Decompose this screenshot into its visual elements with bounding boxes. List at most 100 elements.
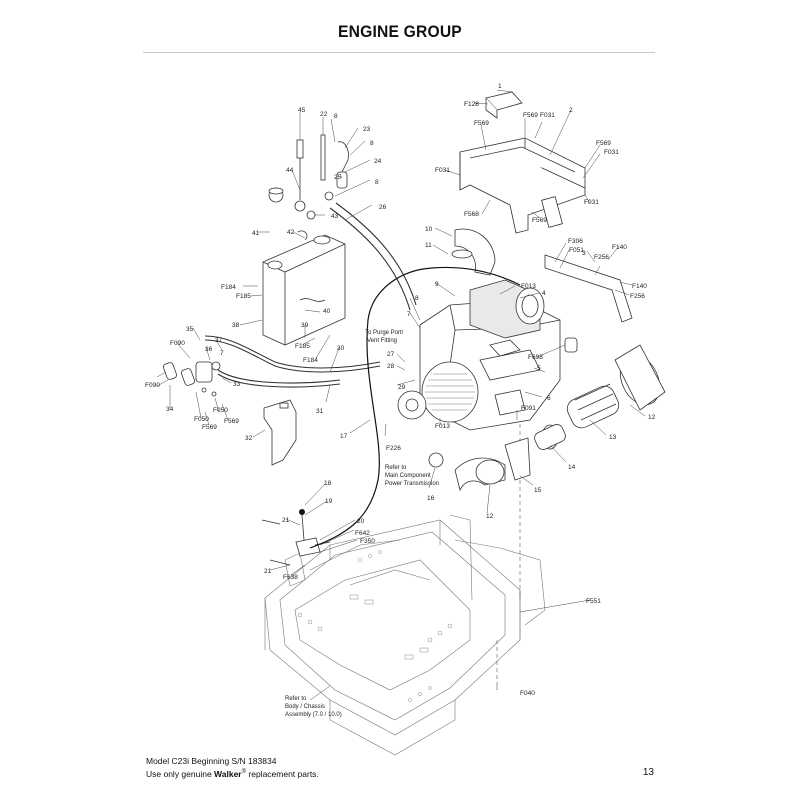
power-ref-line3: Power Transmission (385, 481, 439, 487)
callout-leaders (156, 89, 646, 701)
callout-label: 12 (486, 513, 494, 520)
throttle-cable (309, 266, 521, 549)
callout-label: 15 (534, 487, 542, 494)
body-ref-line3: Assembly (7.0 / 10.0) (285, 712, 342, 718)
callout-label: 8 (334, 113, 338, 120)
callout-label: F140 (632, 283, 647, 290)
power-ref-line2: Main Component (385, 473, 431, 479)
callout-label: 20 (357, 518, 365, 525)
callout-label: 26 (379, 204, 387, 211)
callout-label: 4 (542, 290, 546, 297)
callout-label: 37 (215, 337, 223, 344)
callout-label: F551 (586, 598, 601, 605)
callout-label: F306 (568, 238, 583, 245)
callout-label: 29 (398, 384, 406, 391)
callout-label: 1 (498, 83, 502, 90)
callout-label: 40 (323, 308, 331, 315)
callout-label: 34 (166, 406, 174, 413)
callout-label: 12 (648, 414, 656, 421)
callout-label: F185 (295, 343, 310, 350)
callout-label: 36 (205, 346, 213, 353)
callout-label: 11 (425, 242, 432, 249)
callout-label: F090 (170, 340, 185, 347)
callout-label: F256 (630, 293, 645, 300)
callout-label: F031 (584, 199, 599, 206)
callout-label: F226 (386, 445, 401, 452)
callout-label: 39 (301, 322, 309, 329)
callout-label: 25 (334, 174, 342, 181)
callout-label: 21 (282, 517, 290, 524)
callout-label: 14 (568, 464, 576, 471)
callout-label: 6 (547, 395, 551, 402)
callout-label: F184 (303, 357, 318, 364)
callout-label: 42 (287, 229, 295, 236)
callout-label: F031 (604, 149, 619, 156)
genuine-suffix: replacement parts. (246, 768, 319, 779)
callout-label: 43 (331, 213, 339, 220)
callout-label: F569 (202, 424, 217, 431)
body-ref-line1: Refer to (285, 696, 307, 702)
callout-label: 18 (324, 480, 332, 487)
page-number: 13 (642, 767, 654, 778)
callout-label: 44 (286, 167, 294, 174)
callout-label: 9 (435, 281, 439, 288)
callout-label: F569 (224, 418, 239, 425)
callout-label: 31 (316, 408, 324, 415)
callout-label: F013 (521, 283, 536, 290)
callout-label: 13 (609, 434, 617, 441)
callout-label: F031 (435, 167, 450, 174)
callout-label: 2 (569, 107, 573, 114)
callout-label: 41 (252, 230, 260, 237)
callout-label: 16 (427, 495, 435, 502)
callout-label: F090 (145, 382, 160, 389)
callout-label: F091 (521, 405, 536, 412)
throttle-lever (261, 509, 331, 566)
callout-label: F050 (213, 407, 228, 414)
body-ref-line2: Body / Chassis (285, 704, 325, 710)
footer: Model C23i Beginning S/N 183834 Use only… (146, 756, 319, 780)
genuine-parts-line: Use only genuine Walker® replacement par… (146, 767, 319, 780)
callout-label: F568 (464, 211, 479, 218)
callout-label: 45 (298, 107, 306, 114)
engine-block (397, 279, 578, 431)
fuel-hoses (204, 202, 417, 388)
callout-label: 3 (582, 250, 586, 257)
callout-label: 23 (363, 126, 371, 133)
callout-label: 32 (245, 435, 253, 442)
callout-label: 35 (186, 326, 194, 333)
callout-label: 24 (374, 158, 382, 165)
engine-fan-grille (425, 373, 475, 411)
title-divider (143, 52, 655, 53)
callout-label: 28 (387, 363, 395, 370)
callout-label: F050 (194, 416, 209, 423)
chassis-frame (264, 410, 546, 756)
callout-label: 21 (264, 568, 272, 575)
callout-label: 27 (387, 351, 395, 358)
callout-label: 30 (337, 345, 345, 352)
registered-mark: ® (241, 769, 247, 775)
callout-label: F128 (464, 101, 479, 108)
callout-label: F013 (435, 423, 450, 430)
frame-holes (297, 550, 453, 702)
fuel-pump-cluster (163, 361, 297, 466)
callout-label: 10 (425, 226, 433, 233)
callout-label: 19 (325, 498, 333, 505)
callout-label: F184 (221, 284, 236, 291)
callout-label: F569 (523, 112, 538, 119)
callout-label: 8 (415, 295, 419, 302)
fuel-filter-parts (294, 134, 349, 220)
air-intake (428, 228, 666, 492)
model-line: Model C23i Beginning S/N 183834 (146, 756, 277, 766)
callout-label: F350 (360, 538, 375, 545)
callout-label: F256 (594, 254, 609, 261)
purge-note-line1: To Purge Port/ (365, 330, 404, 336)
callout-label: 5 (537, 365, 541, 372)
callout-label: 8 (370, 140, 374, 147)
callout-label: F638 (283, 574, 298, 581)
callout-label: F040 (520, 690, 535, 697)
callout-label: F140 (612, 244, 627, 251)
engine-mount-bracket (459, 91, 586, 234)
callout-label: F185 (236, 293, 251, 300)
power-ref-line1: Refer to (385, 465, 407, 471)
